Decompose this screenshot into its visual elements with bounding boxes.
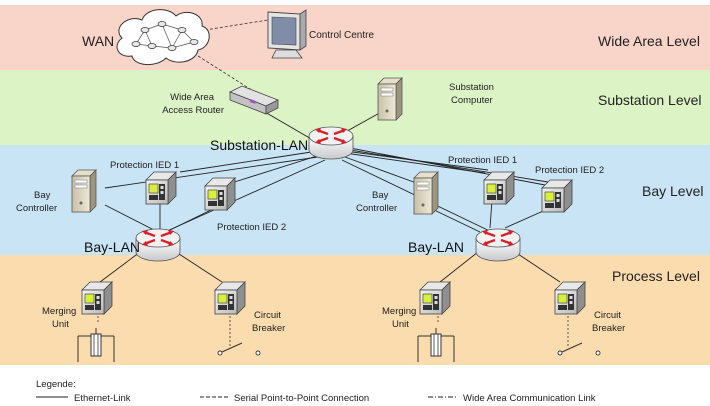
bay-controller-left-label-line1: Bay: [34, 190, 51, 201]
merging-unit-right-label-line1: Merging: [382, 306, 416, 317]
circuit-breaker-left-label-line1: Circuit: [254, 310, 281, 321]
merging-unit-left-label-line2: Unit: [52, 319, 69, 330]
wan-label: WAN: [82, 33, 114, 49]
bay-lan-left-label: Bay-LAN: [84, 239, 140, 255]
bay-lan-right-switch-icon: [474, 227, 522, 263]
router-label-line1: Wide Area: [170, 92, 215, 103]
bay-controller-right-label-line1: Bay: [372, 190, 389, 201]
bay-controller-left-icon: [71, 169, 97, 213]
bay-lan-left-switch-icon: [134, 227, 182, 263]
bay-band: [0, 145, 710, 255]
level-label-process: Process Level: [612, 268, 700, 284]
circuit-breaker-right-ied-icon: [554, 281, 586, 315]
legend-title: Legende:: [36, 379, 76, 390]
control-centre-label: Control Centre: [309, 30, 374, 41]
circuit-breaker-left-label-line2: Breaker: [252, 323, 285, 334]
substation-computer-icon: [377, 77, 403, 121]
merging-unit-left-label-line1: Merging: [42, 306, 76, 317]
legend: Legende: Ethernet-Link Serial Point-to-P…: [36, 379, 596, 404]
bay-controller-right-label-line2: Controller: [356, 203, 397, 214]
legend-ethernet-label: Ethernet-Link: [74, 393, 131, 404]
merging-unit-left-icon: [81, 281, 113, 315]
bay-controller-left-label-line2: Controller: [16, 203, 57, 214]
legend-serial-label: Serial Point-to-Point Connection: [234, 393, 369, 404]
substation-lan-label: Substation-LAN: [210, 137, 308, 153]
circuit-breaker-right-label-line1: Circuit: [594, 310, 621, 321]
bay-controller-right-icon: [413, 171, 439, 215]
level-label-wide-area: Wide Area Level: [598, 33, 700, 49]
level-label-substation: Substation Level: [598, 92, 702, 108]
wan-cloud-icon: [116, 9, 210, 65]
wide-area-links: [197, 19, 269, 95]
router-label-line2: Access Router: [162, 105, 224, 116]
monitor-icon: [267, 9, 307, 59]
protection-ied-2-left-icon: [204, 177, 236, 211]
protection-ied-1-right-label: Protection IED 1: [448, 155, 517, 166]
protection-ied-2-right-label: Protection IED 2: [535, 165, 604, 176]
legend-wide-area-label: Wide Area Communication Link: [463, 393, 596, 404]
process-band: [0, 255, 710, 365]
protection-ied-2-left-label: Protection IED 2: [217, 222, 286, 233]
substation-lan-switch-icon: [307, 125, 355, 161]
substation-computer-label-line1: Substation: [449, 82, 494, 93]
bay-lan-right-label: Bay-LAN: [408, 239, 464, 255]
substation-computer-label-line2: Computer: [451, 95, 493, 106]
wide-area-band: [0, 5, 710, 70]
circuit-breaker-right-label-line2: Breaker: [592, 323, 625, 334]
protection-ied-1-left-label: Protection IED 1: [110, 160, 179, 171]
protection-ied-1-right-icon: [483, 171, 515, 205]
substation-band: [0, 70, 710, 145]
circuit-breaker-left-ied-icon: [214, 281, 246, 315]
merging-unit-right-label-line2: Unit: [392, 319, 409, 330]
protection-ied-2-right-icon: [541, 179, 573, 213]
router-icon: [229, 85, 279, 115]
merging-unit-right-icon: [419, 281, 451, 315]
level-label-bay: Bay Level: [642, 183, 703, 199]
protection-ied-1-left-icon: [145, 171, 177, 205]
